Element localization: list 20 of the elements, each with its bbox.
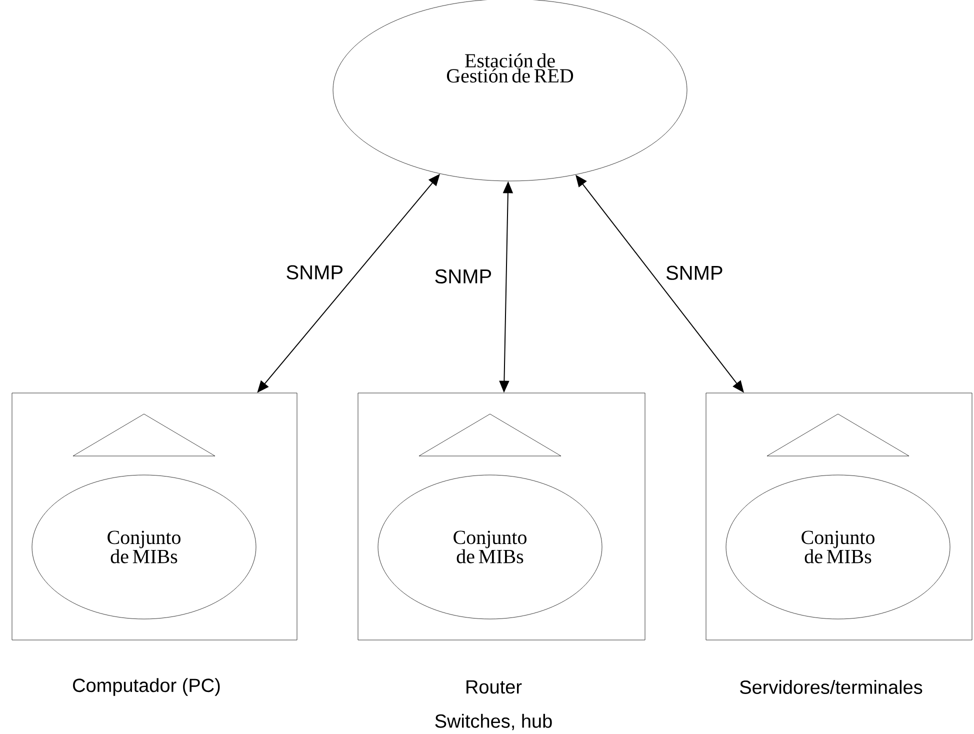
- edge-label: SNMP: [435, 269, 492, 284]
- node-text: Conjunto de MIBs: [802, 530, 874, 564]
- ellipse: [378, 474, 602, 620]
- triangle: [418, 414, 562, 456]
- edge-label: SNMP: [286, 265, 342, 280]
- device-box: [358, 392, 646, 640]
- ellipse: [726, 474, 950, 620]
- triangle: [766, 414, 910, 456]
- device-caption: Computador (PC): [73, 678, 220, 696]
- device-caption: Router: [466, 680, 522, 694]
- device-box: [12, 392, 298, 640]
- edge-label: SNMP: [666, 266, 722, 280]
- device-box: [706, 392, 972, 640]
- device-caption: Switches, hub: [435, 714, 552, 730]
- node-text: Conjunto de MIBs: [454, 530, 526, 564]
- node-text: Estación de Gestión de RED: [446, 53, 574, 83]
- triangle: [72, 414, 216, 456]
- node-text: Conjunto de MIBs: [108, 530, 180, 564]
- device-caption: Servidores/terminales: [740, 680, 922, 694]
- ellipse: [32, 474, 256, 620]
